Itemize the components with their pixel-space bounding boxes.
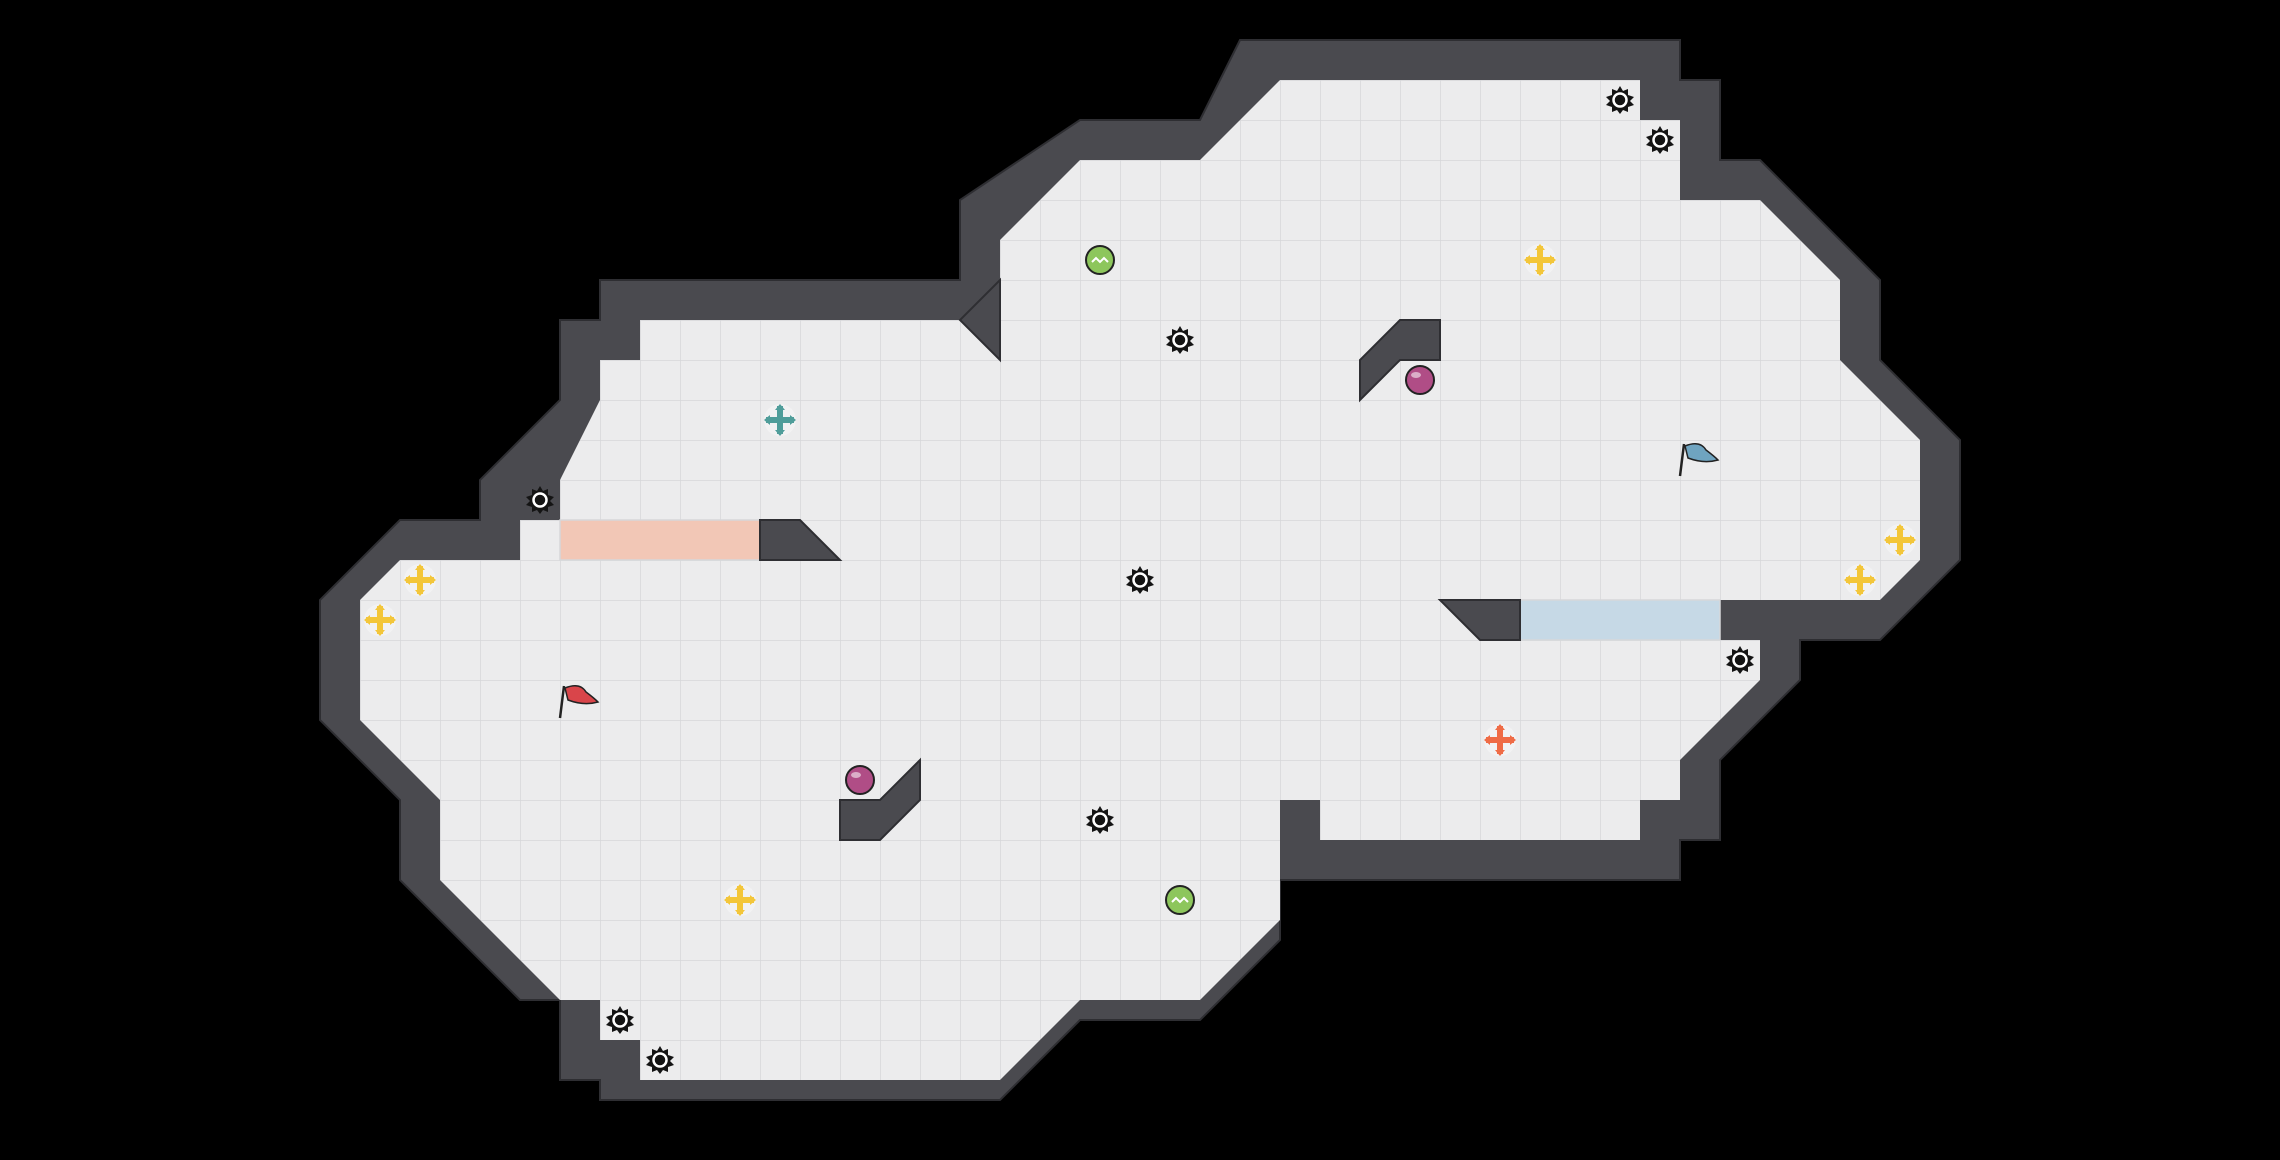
- wall-ledge: [958, 277, 1001, 363]
- wall-ledge: [1359, 319, 1441, 403]
- wall-ledge: [1437, 599, 1521, 641]
- blue-team-zone: [1519, 599, 1721, 641]
- boost-icon[interactable]: [724, 884, 756, 916]
- wall-ledge: [839, 757, 921, 841]
- boost-icon[interactable]: [764, 404, 796, 436]
- blue-flag[interactable]: [1678, 443, 1720, 477]
- bomb-icon[interactable]: [1165, 885, 1195, 915]
- boost-icon[interactable]: [1484, 724, 1516, 756]
- boost-icon[interactable]: [1844, 564, 1876, 596]
- wall-ledge: [759, 519, 843, 561]
- flag-icon: [564, 685, 600, 705]
- flag-pole: [1678, 443, 1686, 477]
- powerup-icon[interactable]: [845, 765, 875, 795]
- boost-icon[interactable]: [1884, 524, 1916, 556]
- boost-icon[interactable]: [1524, 244, 1556, 276]
- powerup-icon[interactable]: [1405, 365, 1435, 395]
- boost-icon[interactable]: [364, 604, 396, 636]
- bomb-icon[interactable]: [1085, 245, 1115, 275]
- flag-icon: [1684, 443, 1720, 463]
- boost-icon[interactable]: [404, 564, 436, 596]
- flag-pole: [558, 685, 566, 719]
- red-team-zone: [559, 519, 761, 561]
- red-flag[interactable]: [558, 685, 600, 719]
- entity-layer: [364, 84, 1916, 1076]
